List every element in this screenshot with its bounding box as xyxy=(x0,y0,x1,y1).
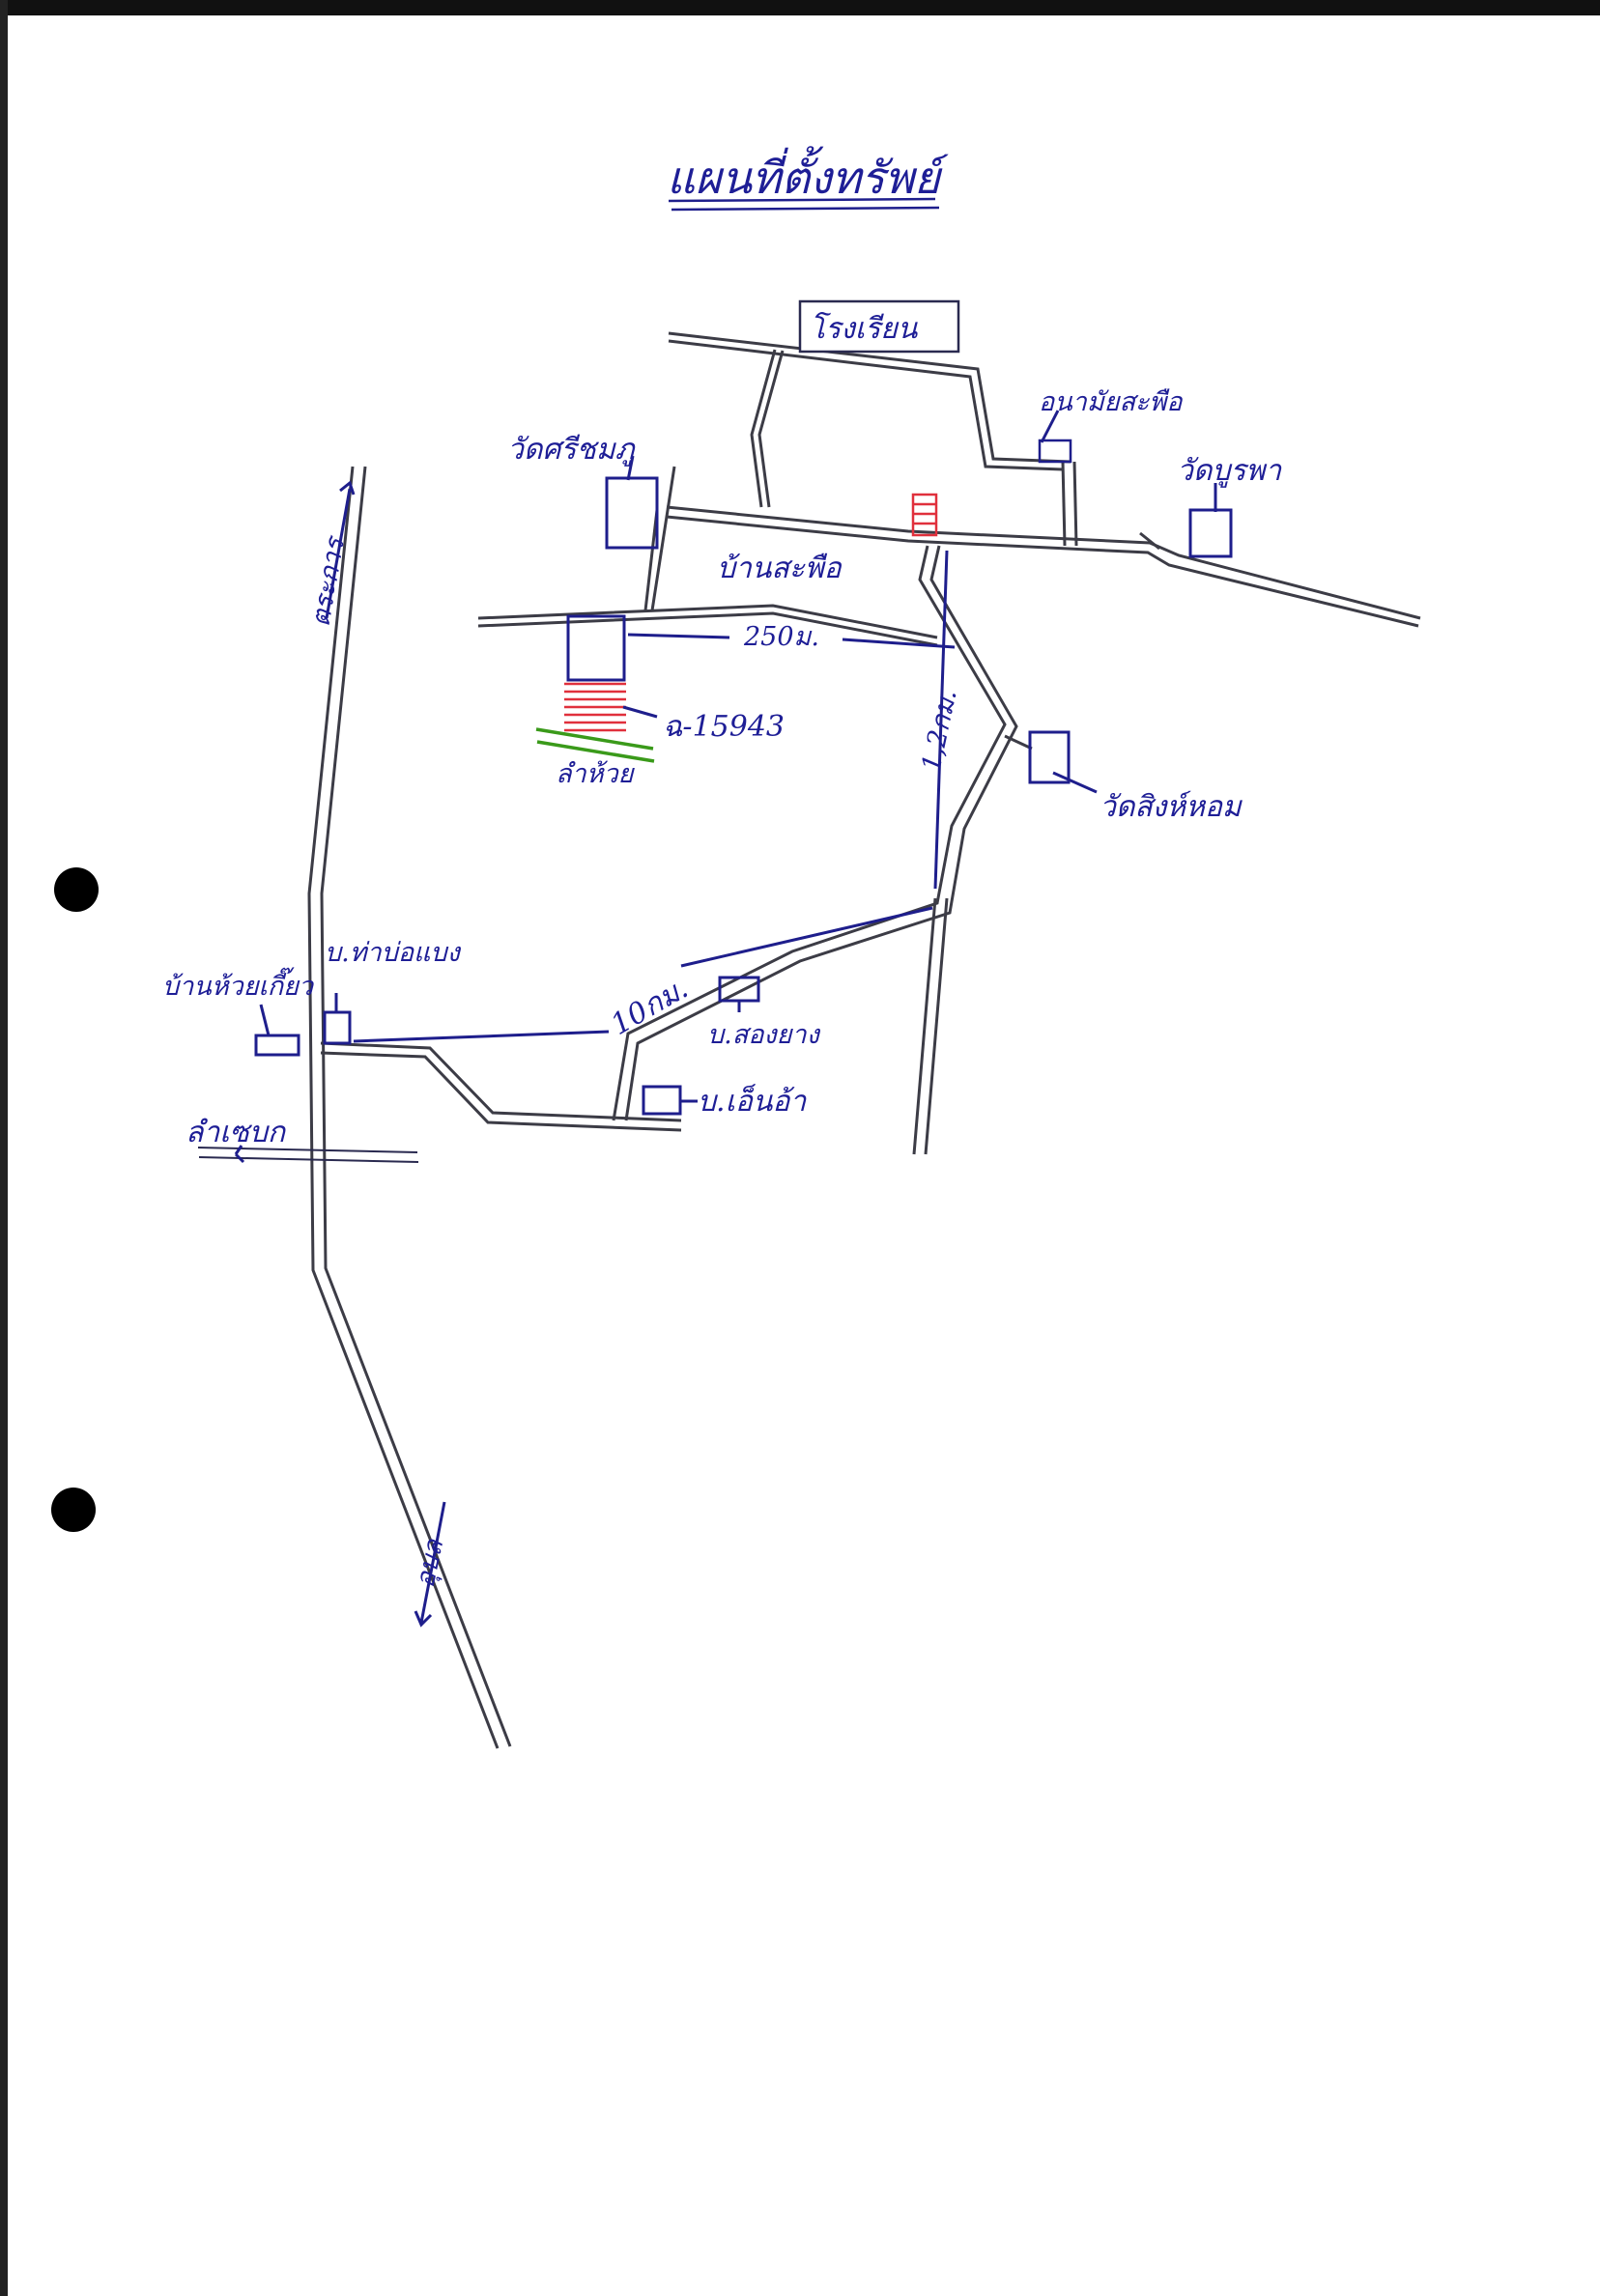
label-health-center: อนามัยสะพือ xyxy=(1039,387,1184,417)
label-dist-10km: 10กม. xyxy=(606,972,695,1042)
distance-line-1-2km xyxy=(933,550,949,890)
leader-wat-sing-hom xyxy=(1052,771,1098,794)
road-long-south-a xyxy=(912,897,937,1155)
arrow-to-trakan xyxy=(325,480,356,619)
ban-tha-bong-baeng-box xyxy=(323,1010,352,1045)
leader-health-center xyxy=(1040,410,1060,443)
school-box xyxy=(798,299,960,354)
leader-wat-sri-chomphu xyxy=(626,455,635,481)
arrow-to-ubon xyxy=(414,1501,446,1628)
wat-burapha-box xyxy=(1188,508,1233,558)
road-connector-b xyxy=(757,350,785,508)
label-school: โรงเรียน xyxy=(810,311,919,346)
label-to-trakan: ตระการ xyxy=(305,532,351,629)
river-se-bok-1 xyxy=(197,1147,418,1153)
road-wat-sri-b xyxy=(643,509,659,611)
road-lower-cross-a xyxy=(477,604,938,639)
leader-ban-huai-kiao xyxy=(259,1004,271,1036)
label-parcel: ฉ-15943 xyxy=(663,710,785,744)
river-se-bok-2 xyxy=(198,1156,419,1163)
health-center-box xyxy=(1038,439,1072,464)
map-title: แผนที่ตั้งทรัพย์ xyxy=(667,146,949,204)
parcel-hatch-main xyxy=(564,682,626,732)
punch-hole xyxy=(54,867,99,912)
distance-line-10km xyxy=(353,1030,610,1043)
label-ban-en-a: บ.เอ็นอ้า xyxy=(698,1084,807,1119)
road-health-b xyxy=(1072,461,1078,547)
label-ban-saphue: บ้านสะพือ xyxy=(717,552,843,585)
parcel-hatch-village xyxy=(911,493,938,537)
label-wat-burapha: วัดบูรพา xyxy=(1177,454,1282,488)
wat-sri-chomphu-box xyxy=(605,476,659,550)
label-wat-sing-hom: วัดสิงห์หอม xyxy=(1100,790,1243,824)
distance-line-250m xyxy=(627,633,956,649)
road-west-a xyxy=(320,1041,682,1122)
road-health-a xyxy=(1061,461,1067,547)
road-burapha-spur xyxy=(1139,531,1160,551)
arrow-se-bok xyxy=(234,1145,245,1164)
parcel-outline-box xyxy=(566,614,626,682)
scan-top-edge xyxy=(0,0,1600,15)
road-long-south-b xyxy=(924,897,949,1155)
road-school-bottom xyxy=(668,339,1064,471)
leader-parcel xyxy=(622,705,658,719)
ban-huai-kiao-box xyxy=(254,1034,300,1057)
punch-hole xyxy=(51,1488,96,1532)
road-south-a xyxy=(612,545,1007,1121)
label-wat-sri-chomphu: วัดศรีชมภู xyxy=(507,433,637,467)
ban-en-a-box xyxy=(642,1085,682,1116)
label-ban-huai-kiao: บ้านห้วยเกี๊ยว xyxy=(162,967,315,1002)
highway-trakan-ubon-left xyxy=(307,466,500,1749)
label-to-ubon: อุบล xyxy=(411,1536,451,1591)
label-lam-se-bok: ลำเซบก xyxy=(186,1116,287,1149)
label-lam-huai: ลำห้วย xyxy=(556,759,636,789)
label-dist-1-2km: 1,2กม. xyxy=(917,687,963,774)
stream-line-2 xyxy=(536,740,655,763)
road-connector-a xyxy=(750,349,777,508)
road-south-b xyxy=(624,545,1018,1121)
label-ban-song-yang: บ.สองยาง xyxy=(707,1020,821,1050)
road-wat-sing-spur xyxy=(1004,734,1033,751)
label-ban-tha-bong-baeng: บ.ท่าบ่อแบง xyxy=(325,938,462,968)
road-village-main-b xyxy=(666,515,1419,628)
label-dist-250m: 250ม. xyxy=(743,622,819,652)
stream-line-1 xyxy=(535,727,654,751)
scan-left-edge xyxy=(0,0,8,2296)
wat-sing-hom-box xyxy=(1028,730,1071,784)
title-underline-2 xyxy=(671,206,940,212)
title-underline-1 xyxy=(668,197,936,203)
highway-trakan-ubon-right xyxy=(320,466,512,1747)
road-lower-cross-b xyxy=(477,611,938,647)
road-village-main-a xyxy=(666,505,1421,620)
road-west-b xyxy=(320,1051,682,1132)
distance-line-10km-upper xyxy=(680,906,933,968)
road-wat-sri-a xyxy=(650,466,676,611)
